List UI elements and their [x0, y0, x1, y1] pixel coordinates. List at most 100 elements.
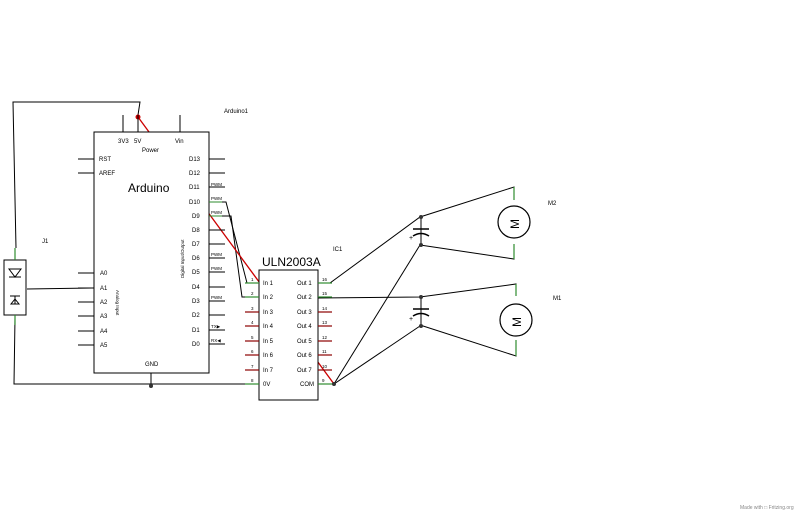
pin-d6-label: D6: [192, 256, 200, 262]
ic-pin-in5: In 5: [263, 339, 274, 345]
ic-num-13: 13: [322, 320, 328, 325]
capacitor-top-plus: +: [409, 235, 413, 242]
wire-j1-to-5v: [12, 101, 141, 249]
tag-d1: TX▶: [211, 324, 221, 329]
ic-right-nums: 16 15 14 13 12 11 10 9: [322, 277, 328, 383]
motor-m2-symbol: M: [508, 219, 522, 229]
ic-pin-out2: Out 2: [297, 295, 312, 301]
ic-pin-in4: In 4: [263, 324, 274, 330]
pin-d5-label: D5: [192, 270, 200, 276]
ic-pin-out1: Out 1: [297, 281, 312, 287]
ic-right-pin-lines: [318, 282, 332, 385]
pin-aref-label: AREF: [99, 171, 115, 177]
ic-num-16: 16: [322, 277, 328, 282]
pin-rst-label: RST: [99, 157, 111, 163]
junction-cap2-top: [419, 295, 423, 299]
analog-pins: A0 A1 A2 A3 A4 A5: [78, 271, 108, 349]
phototransistor-icon: [9, 295, 21, 305]
tag-d3: PWM: [211, 295, 222, 300]
pin-a5-label: A5: [100, 343, 108, 349]
ic-pin-com: COM: [300, 382, 314, 388]
fritzing-footer: Made with □ Fritzing.org: [740, 505, 794, 511]
wire-j1-to-gnd: [13, 317, 258, 385]
arduino-gnd-label: GND: [145, 362, 159, 368]
ic-pin-in1: In 1: [263, 281, 274, 287]
ic-num-15: 15: [322, 291, 328, 296]
pin-d1-label: D1: [192, 328, 200, 334]
tag-d10: PWM: [211, 196, 222, 201]
wire-m1-bottom: [419, 324, 517, 357]
ic-num-1: 1: [251, 277, 254, 282]
ic-num-8: 8: [251, 378, 254, 383]
motor-m1-icon: [499, 303, 533, 337]
ic-left-nums: 1 2 3 4 5 6 7 8: [251, 277, 254, 383]
ic-pin-in2: In 2: [263, 295, 274, 301]
ic-right-labels: Out 1 Out 2 Out 3 Out 4 Out 5 Out 6 Out …: [297, 281, 314, 388]
capacitor-bottom-plus: +: [409, 316, 413, 323]
wire-out2: [317, 283, 517, 299]
ic-num-7: 7: [251, 364, 254, 369]
pin-d2-label: D2: [192, 313, 200, 319]
digital-pins: [209, 158, 225, 345]
motor-m2: M M2: [497, 187, 557, 259]
digital-group-label: Digital Input/Output: [180, 239, 185, 278]
tag-d11: PWM: [211, 182, 222, 187]
pin-a0-label: A0: [100, 271, 108, 277]
ic-pin-in7: In 7: [263, 368, 274, 374]
motor-m1-symbol: M: [510, 317, 524, 327]
motor-m1-ref: M1: [553, 296, 562, 302]
motor-m2-ref: M2: [548, 201, 557, 207]
pin-d12-label: D12: [189, 171, 201, 177]
tag-d9: PWM: [211, 210, 222, 215]
j1-component: J1: [3, 239, 49, 325]
arduino-body: [93, 131, 210, 374]
pin-a4-label: A4: [100, 329, 108, 335]
pin-a3-label: A3: [100, 314, 108, 320]
power-label: Power: [142, 148, 159, 154]
wire-com-cap1: [333, 244, 421, 385]
wire-com-cap2: [333, 325, 421, 385]
junction-cap1-bottom: [419, 243, 423, 247]
wire-d10-in1: [222, 201, 258, 284]
ic-pin-out4: Out 4: [297, 324, 312, 330]
ic-title: ULN2003A: [262, 255, 321, 269]
ic-num-12: 12: [322, 335, 328, 340]
arduino-ref: Arduino1: [224, 109, 249, 115]
analog-group-label: Analog Input: [115, 290, 120, 316]
j1-ref: J1: [42, 239, 49, 245]
tag-d6: PWM: [211, 252, 222, 257]
tag-d0: RX◀: [211, 338, 221, 343]
ic-pin-0v: 0V: [263, 382, 270, 388]
uln2003a-block: IC1 ULN2003A In 1 In 2 In 3: [245, 247, 343, 401]
junctions: [135, 114, 423, 388]
ic-num-10: 10: [322, 364, 328, 369]
ic-pin-in3: In 3: [263, 310, 274, 316]
pin-d10-label: D10: [189, 200, 201, 206]
ic-num-9: 9: [322, 378, 325, 383]
ic-num-14: 14: [322, 306, 328, 311]
arduino-block: Arduino1 3V3 5V Vin Power Arduino RST AR…: [78, 109, 249, 374]
digital-pin-labels: D13 D12 D11 D10 D9 D8 D7 D6 D5 D4 D3 D2 …: [189, 157, 201, 348]
ic-pin-out3: Out 3: [297, 310, 312, 316]
motor-m1: M M1: [499, 284, 562, 356]
pin-d3-label: D3: [192, 299, 200, 305]
junction-cap1-top: [419, 215, 423, 219]
j1-body: [3, 259, 27, 316]
ic-left-labels: In 1 In 2 In 3 In 4 In 5 In 6 In 7 0V: [263, 281, 274, 388]
ic-ref: IC1: [333, 247, 343, 253]
ic-num-2: 2: [251, 291, 254, 296]
capacitor-bottom: +: [409, 308, 430, 323]
pin-a1-label: A1: [100, 286, 108, 292]
capacitor-top: +: [409, 228, 430, 242]
ic-pin-in6: In 6: [263, 353, 274, 359]
pin-3v3-label: 3V3: [118, 139, 129, 145]
ic-num-3: 3: [251, 306, 254, 311]
arduino-title: Arduino: [128, 181, 170, 195]
wire-m2-bottom: [419, 244, 515, 260]
ic-pin-out5: Out 5: [297, 339, 312, 345]
pin-d0-label: D0: [192, 342, 200, 348]
pin-5v-label: 5V: [134, 139, 141, 145]
pin-d9-label: D9: [192, 214, 200, 220]
ic-body: [258, 269, 319, 401]
